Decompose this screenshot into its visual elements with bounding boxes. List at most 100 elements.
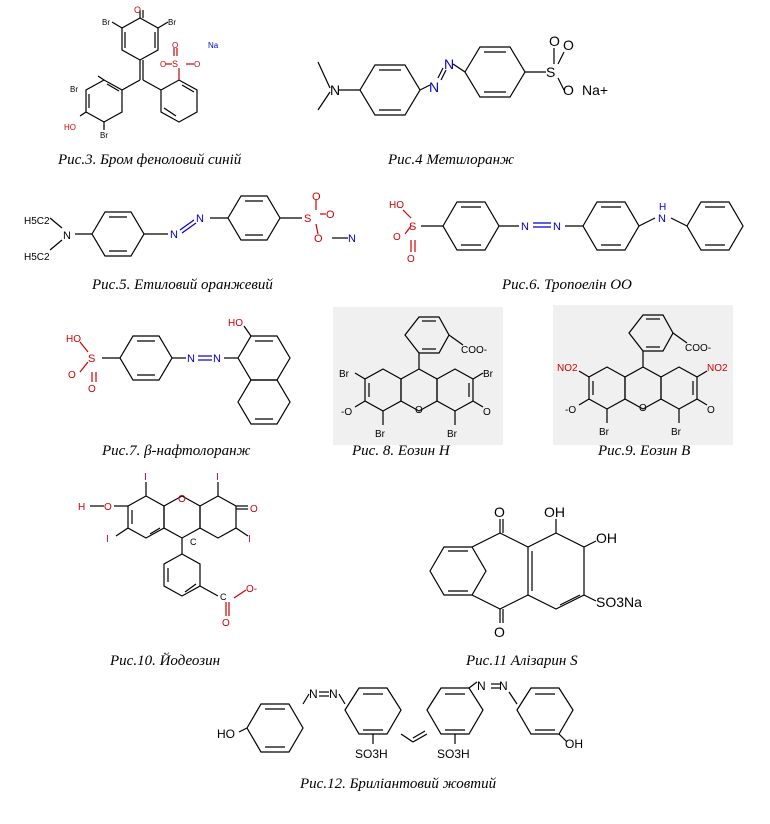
atom-na: Na+	[582, 82, 608, 98]
atom-o: O	[494, 504, 505, 520]
atom-n: N	[309, 687, 318, 701]
atom-so3h: SO3H	[355, 747, 388, 761]
atom-o: O	[483, 407, 491, 418]
atom-s: S	[304, 213, 311, 225]
atom-s: S	[172, 59, 178, 69]
caption-fig9: Рис.9. Еозин В	[598, 443, 691, 459]
structure-eosin-h: COO- Br Br -O O O Br Br	[333, 307, 503, 445]
atom-o: O	[563, 82, 574, 98]
atom-o: O	[312, 191, 321, 203]
atom-s: S	[409, 221, 416, 233]
atom-oh: OH	[596, 530, 617, 546]
atom-br: Br	[375, 429, 386, 440]
atom-o: O	[707, 405, 715, 416]
atom-o: O	[549, 33, 560, 49]
atom-o-minus: -O	[565, 405, 576, 416]
atom-br: Br	[168, 18, 176, 27]
atom-h: H	[78, 502, 85, 513]
atom-n: N	[213, 353, 221, 365]
atom-ho: HO	[64, 123, 76, 132]
atom-o: O	[563, 37, 574, 53]
atom-ho: HO	[66, 334, 81, 345]
caption-fig3: Рис.3. Бром феноловий синій	[58, 152, 242, 168]
atom-n: N	[170, 229, 178, 241]
atom-o: O	[134, 5, 141, 15]
caption-fig12: Рис.12. Бриліантовий жовтий	[300, 776, 497, 792]
atom-i: I	[106, 534, 109, 545]
atom-br: Br	[100, 131, 108, 140]
atom-n: N	[429, 79, 439, 95]
atom-no2: NO2	[707, 363, 728, 374]
atom-o: O	[194, 60, 200, 69]
structure-ethyl-orange: H5C2 N H5C2 N N S O O O N	[20, 190, 360, 270]
atom-i: I	[248, 534, 251, 545]
atom-o-minus: O-	[246, 584, 257, 595]
atom-i: I	[216, 472, 219, 483]
atom-n: N	[444, 56, 454, 72]
atom-coo: COO-	[685, 343, 711, 354]
atom-h5c2: H5C2	[24, 216, 50, 227]
atom-n: N	[499, 679, 508, 693]
atom-ho: HO	[217, 727, 235, 741]
atom-ho: HO	[228, 318, 243, 329]
atom-o: O	[68, 370, 76, 381]
atom-br: Br	[102, 18, 110, 27]
atom-n: N	[187, 353, 195, 365]
atom-br: Br	[599, 427, 610, 438]
atom-s: S	[88, 353, 95, 365]
atom-o: O	[326, 209, 335, 221]
atom-br: Br	[447, 429, 458, 440]
atom-o: O	[407, 254, 415, 265]
atom-o: O	[104, 502, 112, 513]
caption-fig8: Рис. 8. Еозин Н	[352, 443, 450, 459]
atom-o: O	[415, 405, 423, 416]
caption-fig10: Рис.10. Йодеозин	[110, 653, 221, 669]
atom-i: I	[144, 472, 147, 483]
atom-na: Na	[208, 41, 219, 50]
atom-o-minus: -O	[341, 407, 352, 418]
atom-o: O	[639, 403, 647, 414]
atom-h5c2: H5C2	[24, 252, 50, 263]
structure-beta-naphthol-orange: HO S O O N N HO	[60, 312, 300, 432]
atom-n: N	[329, 687, 338, 701]
caption-fig7: Рис.7. β-нафтолоранж	[102, 443, 251, 459]
atom-o: O	[222, 618, 230, 629]
atom-n: N	[330, 82, 340, 98]
structure-iodeosin: H O I O I O I C I C O O-	[70, 470, 290, 650]
structure-bromophenol-blue: O Br Br Na S O O O Br HO Br	[60, 0, 240, 140]
atom-o: O	[250, 504, 258, 515]
atom-br: Br	[339, 369, 350, 380]
atom-n: N	[63, 230, 71, 242]
atom-c: C	[190, 537, 197, 547]
atom-o: O	[178, 494, 186, 505]
structure-methyl-orange: N N N S O O O Na+	[310, 30, 620, 140]
structure-alizarin-s: O OH OH O SO3Na	[420, 504, 650, 645]
atom-n: N	[553, 221, 561, 233]
atom-o: O	[314, 233, 323, 245]
caption-fig6: Рис.6. Тропоелін ОО	[502, 277, 632, 293]
atom-br: Br	[483, 369, 494, 380]
caption-fig5: Рис.5. Етиловий оранжевий	[92, 277, 273, 293]
atom-o: O	[172, 41, 178, 50]
atom-o: O	[88, 384, 96, 395]
caption-fig4: Рис.4 Метилоранж	[388, 152, 515, 168]
atom-coo: COO-	[461, 345, 487, 356]
structure-eosin-b: COO- NO2 NO2 -O O O Br Br	[553, 305, 733, 445]
atom-n: N	[348, 233, 356, 245]
atom-n: N	[477, 679, 486, 693]
atom-no2: NO2	[557, 363, 578, 374]
caption-fig11: Рис.11 Алізарин S	[466, 653, 578, 669]
atom-oh: OH	[565, 737, 583, 751]
atom-n: N	[196, 213, 204, 225]
atom-s: S	[546, 64, 555, 80]
atom-so3na: SO3Na	[596, 594, 642, 610]
atom-br: Br	[70, 85, 78, 94]
atom-h: H	[659, 202, 666, 213]
atom-o: O	[393, 232, 401, 243]
atom-oh: OH	[544, 504, 565, 520]
atom-n: N	[658, 213, 666, 225]
atom-n: N	[521, 221, 529, 233]
atom-o: O	[494, 624, 505, 640]
atom-br: Br	[671, 427, 682, 438]
structure-tropaeolin-oo: HO S O O N N N H	[375, 190, 755, 270]
